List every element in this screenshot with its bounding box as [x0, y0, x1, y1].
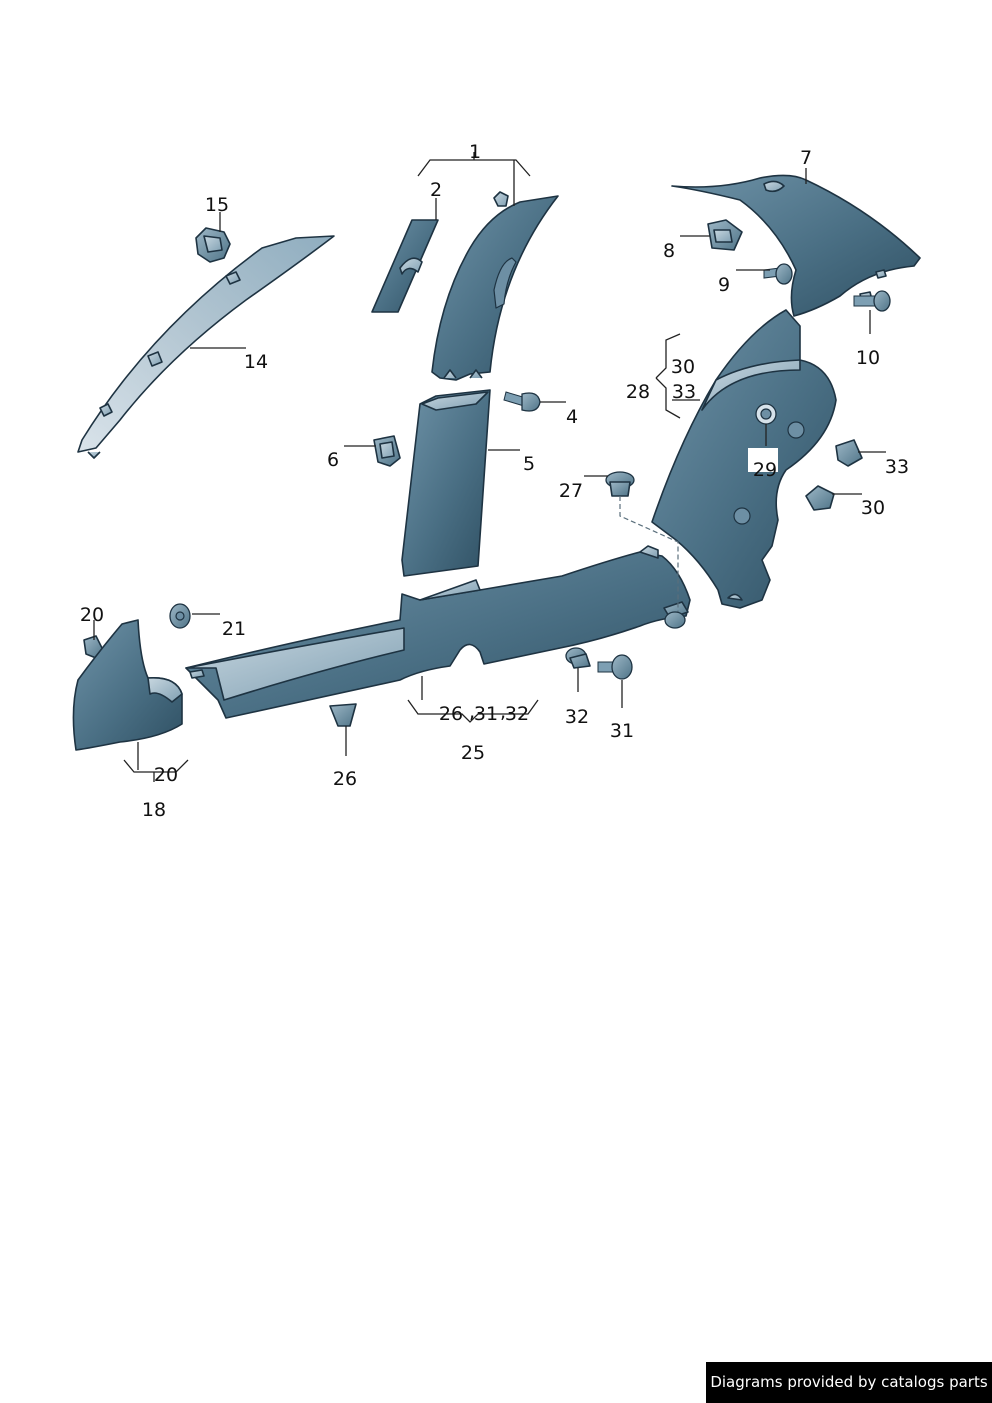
sill-fastener-base — [664, 611, 686, 629]
assembly-line — [619, 496, 679, 612]
label-26-group: 26 — [439, 703, 463, 725]
cap-part-27 — [605, 471, 635, 497]
label-33-right: 33 — [885, 456, 909, 478]
label-30-top: 30 — [671, 356, 695, 378]
screw-part-31 — [597, 654, 633, 680]
label-15: 15 — [205, 194, 229, 216]
clip-part-26 — [329, 703, 357, 727]
label-29-background — [748, 448, 778, 472]
label-comma-1: , — [469, 701, 475, 723]
wheel-arch-trim-part-28 — [651, 309, 837, 609]
rivet-part-21 — [169, 603, 191, 629]
label-14: 14 — [244, 351, 268, 373]
clip-part-29 — [755, 403, 777, 425]
c-pillar-upper-trim-part-7 — [671, 174, 921, 317]
label-7: 7 — [800, 147, 812, 169]
a-pillar-trim-part-14 — [77, 235, 335, 459]
label-6: 6 — [327, 449, 339, 471]
label-33-top: 33 — [672, 381, 696, 403]
label-32: 32 — [565, 706, 589, 728]
label-30-right: 30 — [861, 497, 885, 519]
clip-part-15 — [195, 227, 231, 263]
corner-trim-part-18 — [72, 619, 183, 751]
screw-part-10 — [853, 290, 891, 312]
label-20-bottom: 20 — [154, 764, 178, 786]
screw-part-4 — [503, 391, 541, 412]
label-29: 29 — [753, 459, 777, 481]
leader-lines — [93, 152, 886, 782]
label-2: 2 — [430, 179, 442, 201]
trim-strip-part-2 — [371, 219, 439, 313]
label-28: 28 — [626, 381, 650, 403]
label-1: 1 — [469, 141, 481, 163]
label-31-group: 31 — [474, 703, 498, 725]
b-pillar-upper-trim-part-1 — [431, 191, 559, 381]
rivet-part-9 — [763, 263, 793, 285]
cap-part-32 — [565, 647, 591, 669]
label-4: 4 — [566, 406, 578, 428]
label-8: 8 — [663, 240, 675, 262]
label-21: 21 — [222, 618, 246, 640]
b-pillar-lower-trim-part-5 — [401, 389, 491, 577]
clip-part-6 — [373, 435, 401, 467]
label-18: 18 — [142, 799, 166, 821]
label-5: 5 — [523, 453, 535, 475]
label-27: 27 — [559, 480, 583, 502]
clip-part-8 — [707, 219, 743, 251]
label-26: 26 — [333, 768, 357, 790]
label-20-top: 20 — [80, 604, 104, 626]
label-31: 31 — [610, 720, 634, 742]
label-25: 25 — [461, 742, 485, 764]
label-10: 10 — [856, 347, 880, 369]
clip-part-30 — [805, 485, 835, 511]
label-9: 9 — [718, 274, 730, 296]
footer-attribution: Diagrams provided by catalogs parts — [706, 1362, 992, 1403]
callout-labels: 1 2 15 7 8 9 10 14 30 28 33 4 6 5 29 33 … — [80, 141, 909, 821]
clip-part-33 — [835, 439, 863, 467]
label-32-group: 32 — [505, 703, 529, 725]
label-comma-2: , — [500, 701, 506, 723]
